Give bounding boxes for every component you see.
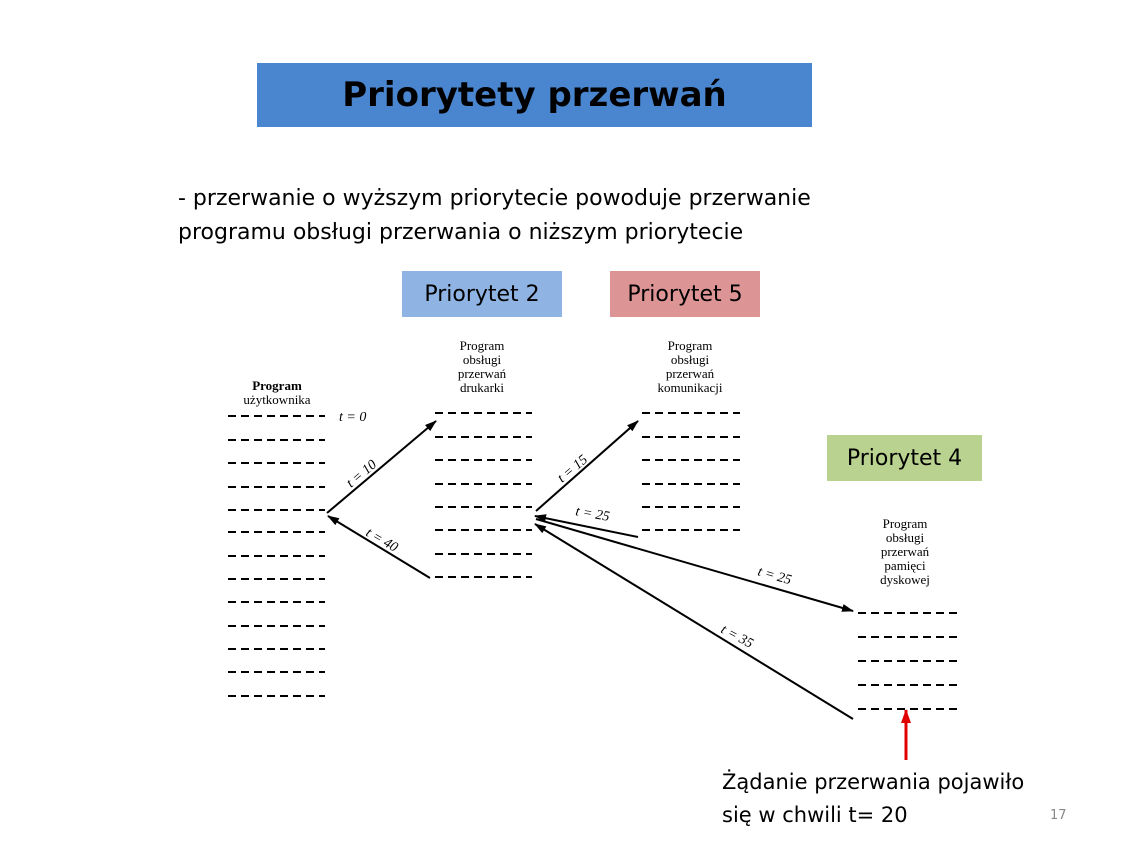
arrow-printer-to-user xyxy=(327,515,431,579)
printer-program-line-2: obsługi xyxy=(462,352,502,367)
bullet-text: - przerwanie o wyższym priorytecie powod… xyxy=(178,182,938,250)
arrow-disk-to-printer xyxy=(534,523,854,720)
user-program-label: Program użytkownika xyxy=(222,379,332,407)
comm-program-line-4: komunikacji xyxy=(657,380,723,395)
disk-program-label: Program obsługi przerwań pamięci dyskowe… xyxy=(855,517,955,587)
request-line-2: się w chwili t= 20 xyxy=(722,803,908,827)
priority-5-badge: Priorytet 5 xyxy=(610,271,760,317)
code-lines xyxy=(228,412,957,710)
request-line-1: Żądanie przerwania pojawiło xyxy=(722,770,1025,794)
arrow-printer-to-comm xyxy=(535,420,639,512)
priority-5-label: Priorytet 5 xyxy=(627,281,743,307)
comm-program-label: Program obsługi przerwań komunikacji xyxy=(638,339,742,395)
bullet-line-1: - przerwanie o wyższym priorytecie powod… xyxy=(178,186,811,211)
priority-2-badge: Priorytet 2 xyxy=(402,271,562,317)
comm-program-line-2: obsługi xyxy=(670,352,710,367)
printer-program-line-4: drukarki xyxy=(459,380,505,395)
arrow-printer-to-disk xyxy=(535,518,854,612)
title-banner: Priorytety przerwań xyxy=(257,63,812,127)
disk-program-line-4: pamięci xyxy=(884,558,926,573)
time-label-t25-comm: t = 25 xyxy=(574,504,610,525)
priority-4-badge: Priorytet 4 xyxy=(827,435,982,481)
arrow-comm-to-printer xyxy=(534,514,639,538)
page-number: 17 xyxy=(1050,808,1067,823)
comm-program-line-3: przerwań xyxy=(665,366,715,381)
disk-program-line-5: dyskowej xyxy=(880,572,930,587)
disk-program-line-2: obsługi xyxy=(885,530,925,545)
request-note: Żądanie przerwania pojawiło się w chwili… xyxy=(722,766,1082,832)
disk-program-line-3: przerwań xyxy=(880,544,930,559)
user-program-line-2: użytkownika xyxy=(243,392,311,407)
arrow-user-to-printer xyxy=(326,420,437,514)
bullet-line-2: programu obsługi przerwania o niższym pr… xyxy=(178,220,744,245)
comm-program-line-1: Program xyxy=(667,338,713,353)
page-title: Priorytety przerwań xyxy=(342,75,727,115)
printer-program-line-1: Program xyxy=(459,338,505,353)
time-label-t0: t = 0 xyxy=(339,410,366,425)
printer-program-label: Program obsługi przerwań drukarki xyxy=(432,339,532,395)
disk-program-line-1: Program xyxy=(882,516,928,531)
user-program-line-1: Program xyxy=(252,378,302,393)
time-label-t10: t = 10 xyxy=(344,457,380,491)
printer-program-line-3: przerwań xyxy=(457,366,507,381)
priority-4-label: Priorytet 4 xyxy=(846,445,963,471)
time-label-t15: t = 15 xyxy=(555,452,591,486)
priority-2-label: Priorytet 2 xyxy=(424,281,540,307)
time-label-t40: t = 40 xyxy=(363,525,400,555)
